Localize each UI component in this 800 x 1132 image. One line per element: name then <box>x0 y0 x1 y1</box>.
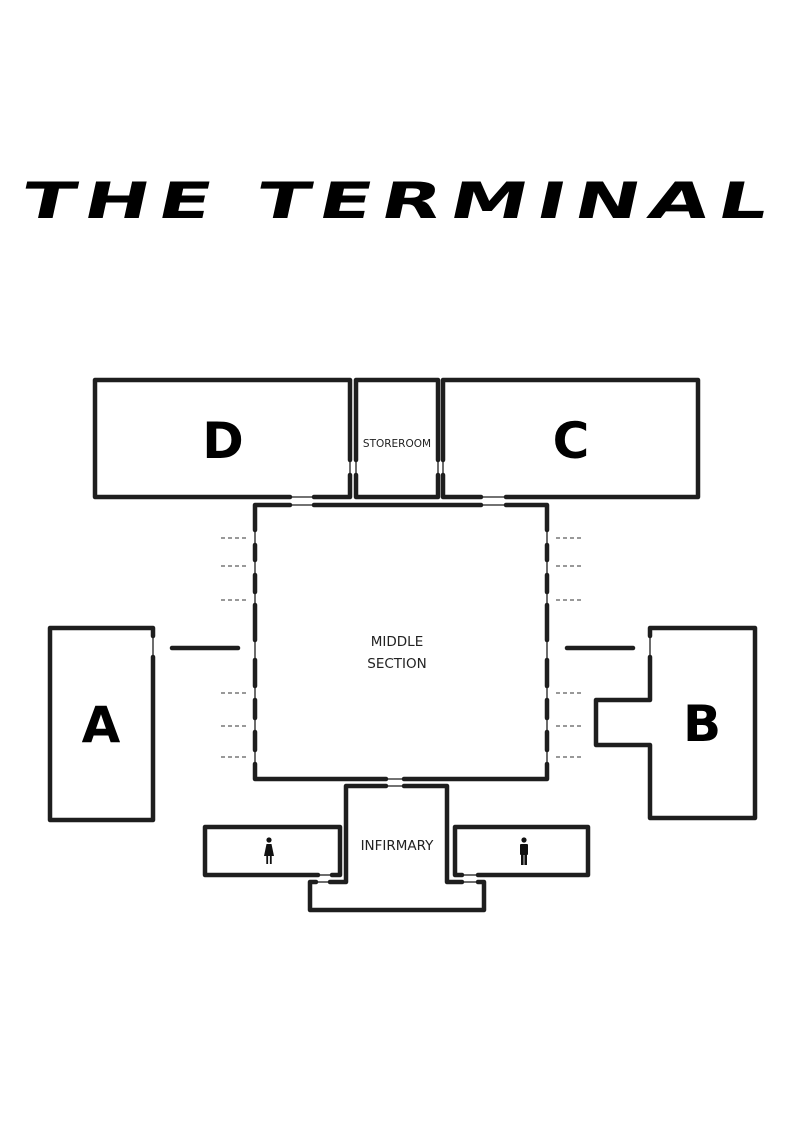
room-middle-label-line2: SECTION <box>367 656 426 672</box>
room-middle-section[interactable]: MIDDLE SECTION <box>252 502 550 782</box>
room-womens-restroom[interactable] <box>202 824 343 878</box>
room-infirmary[interactable]: INFIRMARY <box>307 783 487 913</box>
room-storeroom[interactable]: STOREROOM <box>353 377 441 500</box>
room-middle-label-line1: MIDDLE <box>371 634 423 650</box>
room-a-label: A <box>82 696 121 754</box>
room-a[interactable]: A <box>47 625 156 823</box>
room-infirmary-label: INFIRMARY <box>361 838 435 854</box>
room-mens-restroom[interactable] <box>452 824 591 878</box>
room-c-label: C <box>553 412 590 470</box>
room-d[interactable]: D <box>92 377 353 500</box>
room-c[interactable]: C <box>440 377 701 500</box>
room-storeroom-label: STOREROOM <box>363 438 431 450</box>
dashed-markers <box>221 537 584 758</box>
room-b-label: B <box>683 695 721 753</box>
man-icon <box>520 837 528 865</box>
woman-icon <box>264 837 274 864</box>
room-b[interactable]: B <box>593 625 758 821</box>
room-d-label: D <box>202 412 244 470</box>
